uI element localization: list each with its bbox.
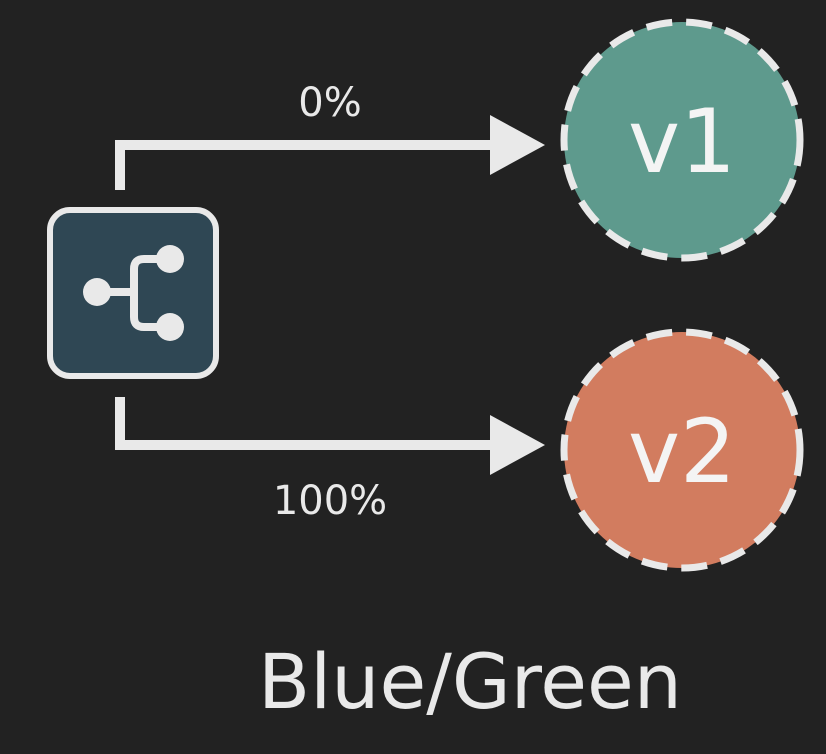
route-to-v2: 100% [115, 397, 545, 524]
version-node-v1: v1 [560, 18, 804, 262]
route-to-v1: 0% [115, 80, 545, 190]
route-v2-weight: 100% [273, 478, 387, 524]
share-network-icon [83, 245, 184, 341]
v1-circle [560, 18, 804, 262]
route-v1-line [115, 140, 500, 190]
v2-label: v2 [628, 400, 736, 503]
route-v1-weight: 0% [298, 80, 361, 126]
arrow-right-icon [490, 415, 545, 475]
router-node [47, 207, 219, 379]
route-v2-line [115, 397, 500, 450]
arrow-right-icon [490, 115, 545, 175]
version-node-v2: v2 [560, 328, 804, 572]
v1-label: v1 [628, 90, 736, 193]
diagram-caption: Blue/Green [258, 637, 682, 726]
v2-circle [560, 328, 804, 572]
